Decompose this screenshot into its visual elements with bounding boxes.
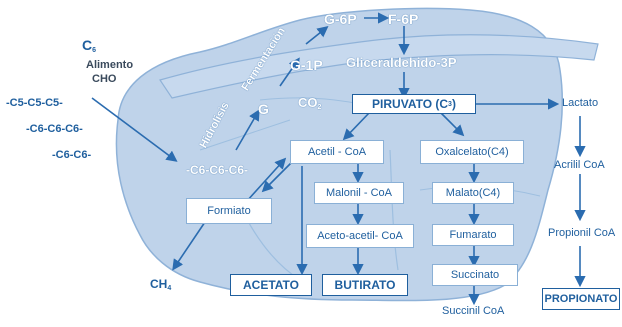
arrow-feed-to-chain <box>91 97 178 162</box>
label-cho: CHO <box>92 73 117 85</box>
box-acetato: ACETATO <box>230 274 312 296</box>
box-oxalcelato: Oxalcelato(C4) <box>420 140 524 164</box>
label-chain-center: -C6-C6-C6- <box>186 163 249 177</box>
label-chain-c5-start: -C <box>6 97 18 109</box>
label-co2: CO2 <box>298 96 321 111</box>
label-alimento: Alimento <box>86 59 134 71</box>
label-succinil-coa: Succinil CoA <box>442 305 505 317</box>
arrow-formiato-to-ch4 <box>172 221 206 271</box>
label-c6-text: C <box>82 37 93 53</box>
label-co2-sub: 2 <box>317 104 322 111</box>
arrow-g-to-g1p <box>279 57 300 87</box>
label-g6p: G-6P <box>324 11 357 27</box>
box-piruvato-text: PIRUVATO (C <box>372 97 449 111</box>
label-acrilil-coa: Acrilil CoA <box>554 159 605 171</box>
label-gliceraldehido: Gliceraldehido-3P <box>346 55 457 70</box>
arrow-hydrolysis <box>235 109 260 151</box>
label-ch4: CH4 <box>150 278 171 292</box>
label-co2-text: CO <box>298 95 318 110</box>
label-g1p: G-1P <box>290 57 323 73</box>
label-lactato: Lactato <box>562 97 599 109</box>
box-malonil-coa: Malonil - CoA <box>314 182 404 204</box>
box-acetoacetil-coa: Aceto-acetil- CoA <box>306 224 414 248</box>
box-acetil-coa: Acetil - CoA <box>290 140 384 164</box>
label-chain-c5: -C5-C5-C5- <box>6 98 63 109</box>
label-propionil-coa: Propionil CoA <box>548 227 616 239</box>
box-piruvato-end: ) <box>451 97 456 111</box>
box-propionato: PROPIONATO <box>542 288 620 310</box>
box-butirato: BUTIRATO <box>322 274 408 296</box>
label-c6: C6 <box>82 38 96 54</box>
label-chain-c5-rest: 5-C5-C5- <box>17 97 63 109</box>
label-ch4-text: CH <box>150 277 168 291</box>
arrow-piruvato-to-acetil <box>342 111 371 141</box>
box-piruvato-sub: 3 <box>448 100 452 108</box>
label-chain-c6-a: -C6-C6-C6- <box>26 123 83 135</box>
label-g: G <box>258 101 269 117</box>
box-fumarato: Fumarato <box>432 224 514 246</box>
label-chain-c6-b: -C6-C6- <box>52 149 92 161</box>
box-formiato: Formiato <box>186 198 272 224</box>
box-succinato: Succinato <box>432 264 518 286</box>
box-malato: Malato(C4) <box>432 182 514 204</box>
arrow-piruvato-to-oxalcelato <box>439 111 465 137</box>
arrow-g1p-to-g6p <box>305 26 329 45</box>
label-ch4-sub: 4 <box>167 285 172 292</box>
label-c6-sub: 6 <box>92 47 97 54</box>
label-f6p: F-6P <box>388 11 419 27</box>
